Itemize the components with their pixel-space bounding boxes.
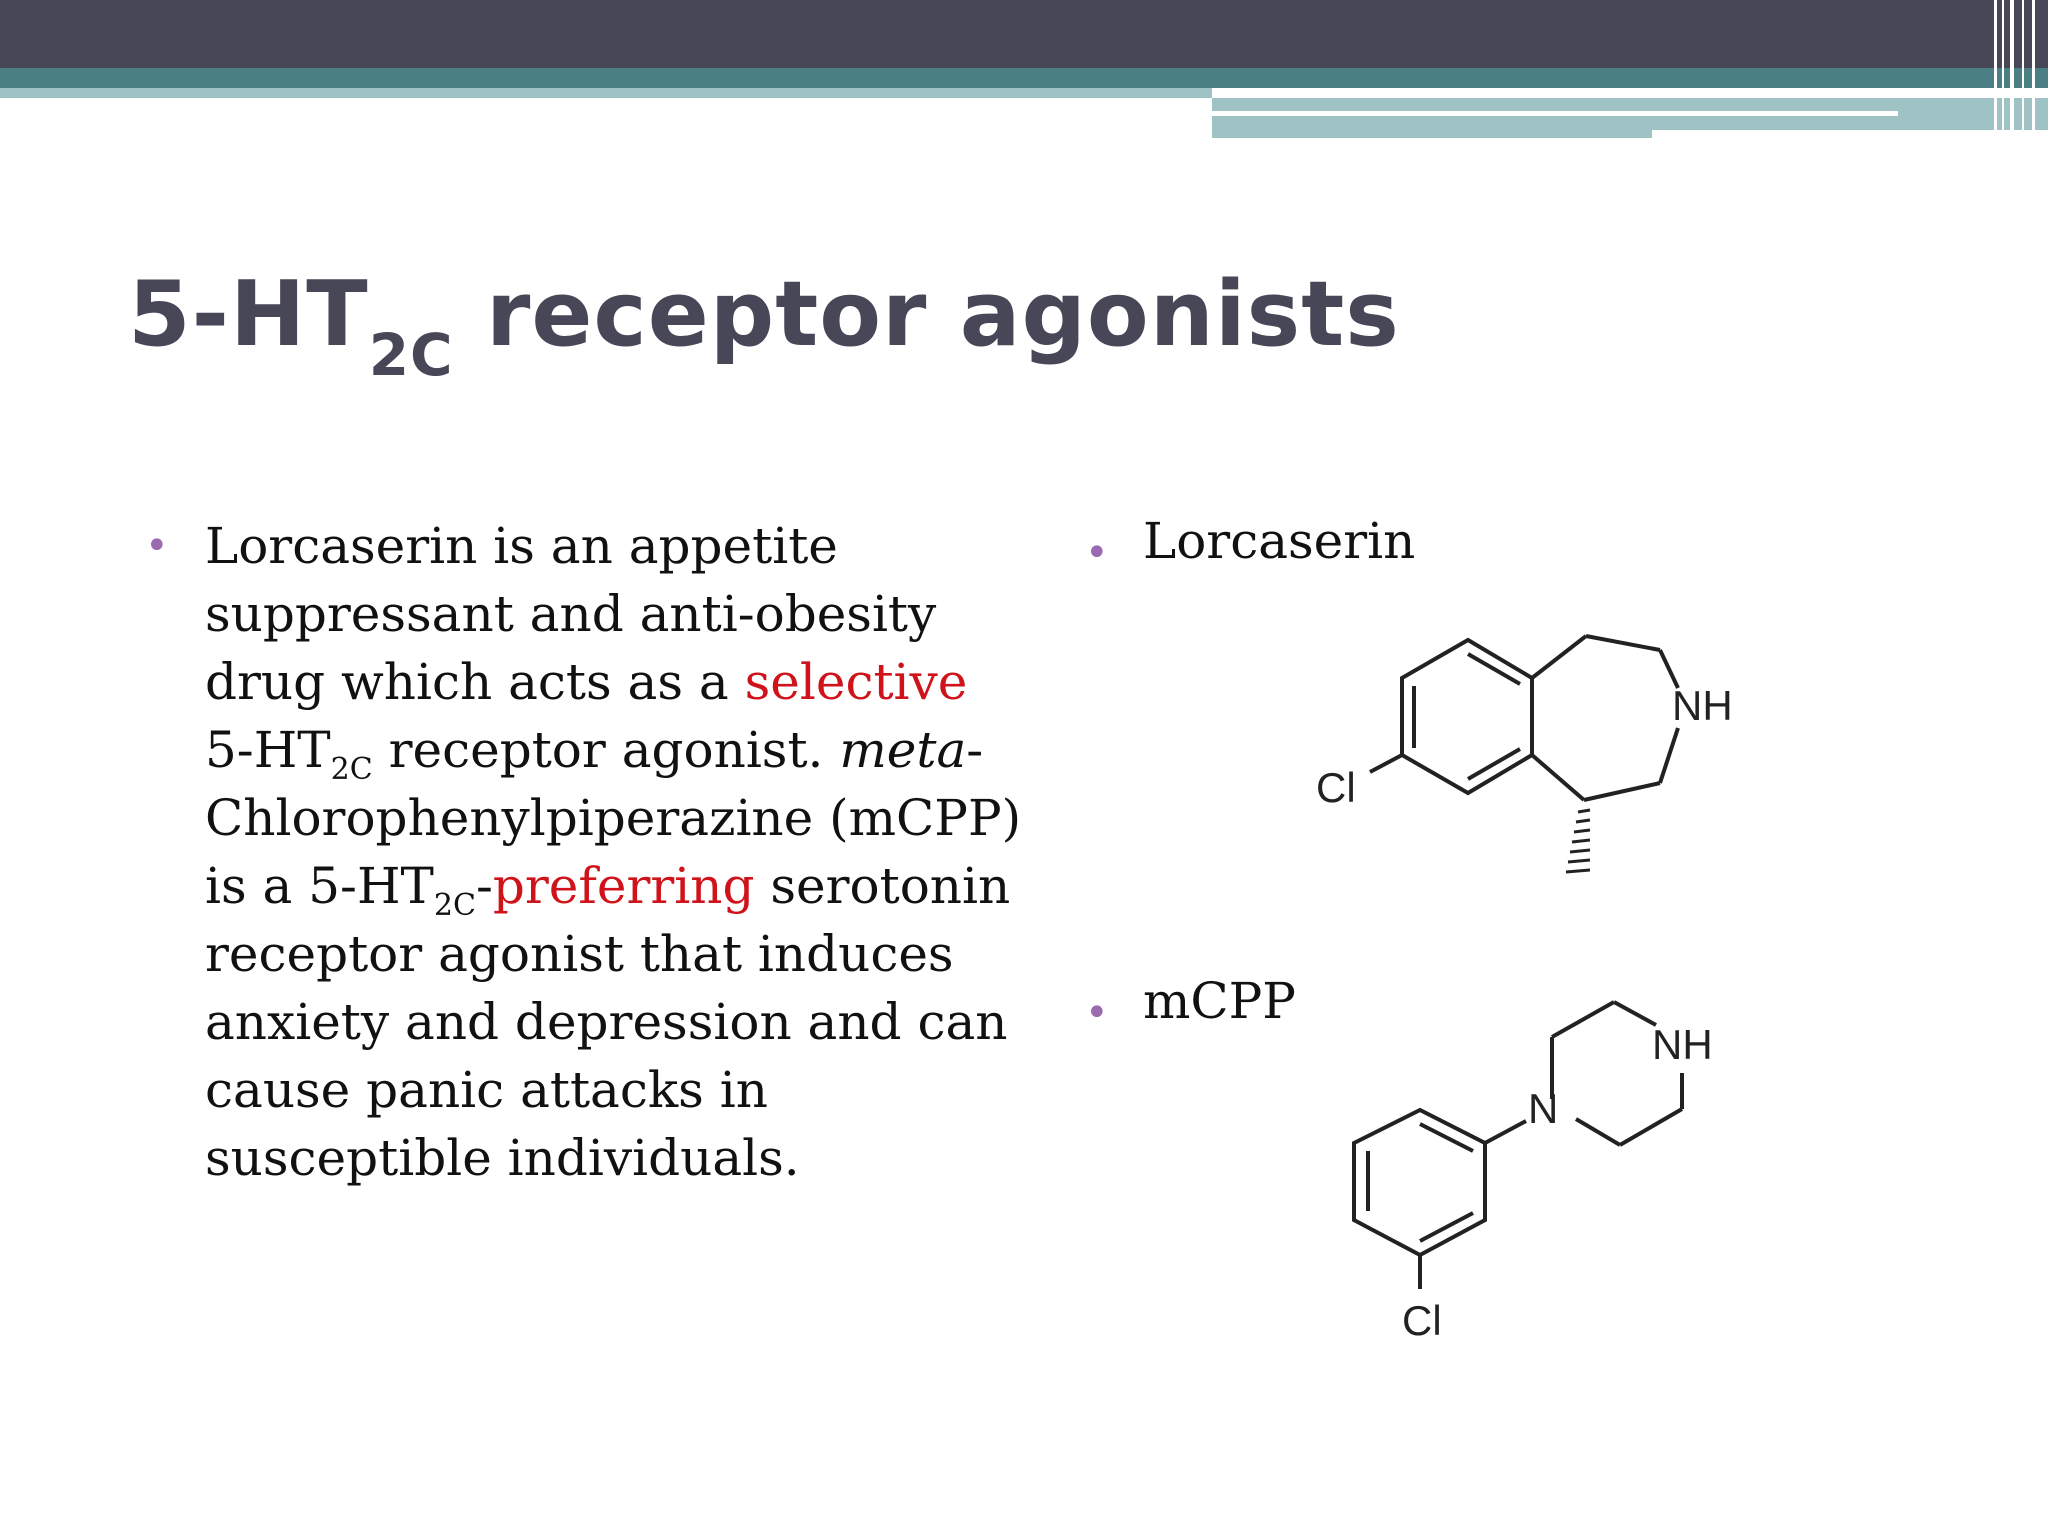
bullet: • (145, 523, 169, 569)
slide-title: 5-HT2C receptor agonists (128, 262, 1400, 389)
lorcaserin-structure: NH Cl (1300, 620, 1760, 890)
mcpp-structure: N NH Cl (1330, 985, 1760, 1365)
bullet: • (1085, 530, 1109, 576)
highlight-selective: selective (744, 653, 968, 711)
bullet: • (1085, 990, 1109, 1036)
header-stripes (1988, 0, 2048, 138)
mcpp-label: mCPP (1143, 972, 1296, 1030)
cl-atom-label: Cl (1402, 1297, 1442, 1344)
header-rule-short (1652, 130, 2048, 138)
header-band-teal (0, 68, 2048, 88)
body-text: • Lorcaserin is an appetite suppressant … (145, 512, 1025, 1242)
header-band-light (0, 88, 1212, 98)
lorcaserin-label: Lorcaserin (1143, 512, 1416, 570)
header-band-dark (0, 0, 2048, 68)
description-paragraph: Lorcaserin is an appetite suppressant an… (205, 517, 1022, 1187)
highlight-preferring: preferring (492, 857, 755, 915)
n-atom-label: N (1528, 1085, 1558, 1132)
cl-atom-label: Cl (1316, 764, 1356, 811)
nh-atom-label: NH (1652, 1021, 1713, 1068)
nh-atom-label: NH (1672, 682, 1733, 729)
header-rule (1212, 111, 1898, 116)
